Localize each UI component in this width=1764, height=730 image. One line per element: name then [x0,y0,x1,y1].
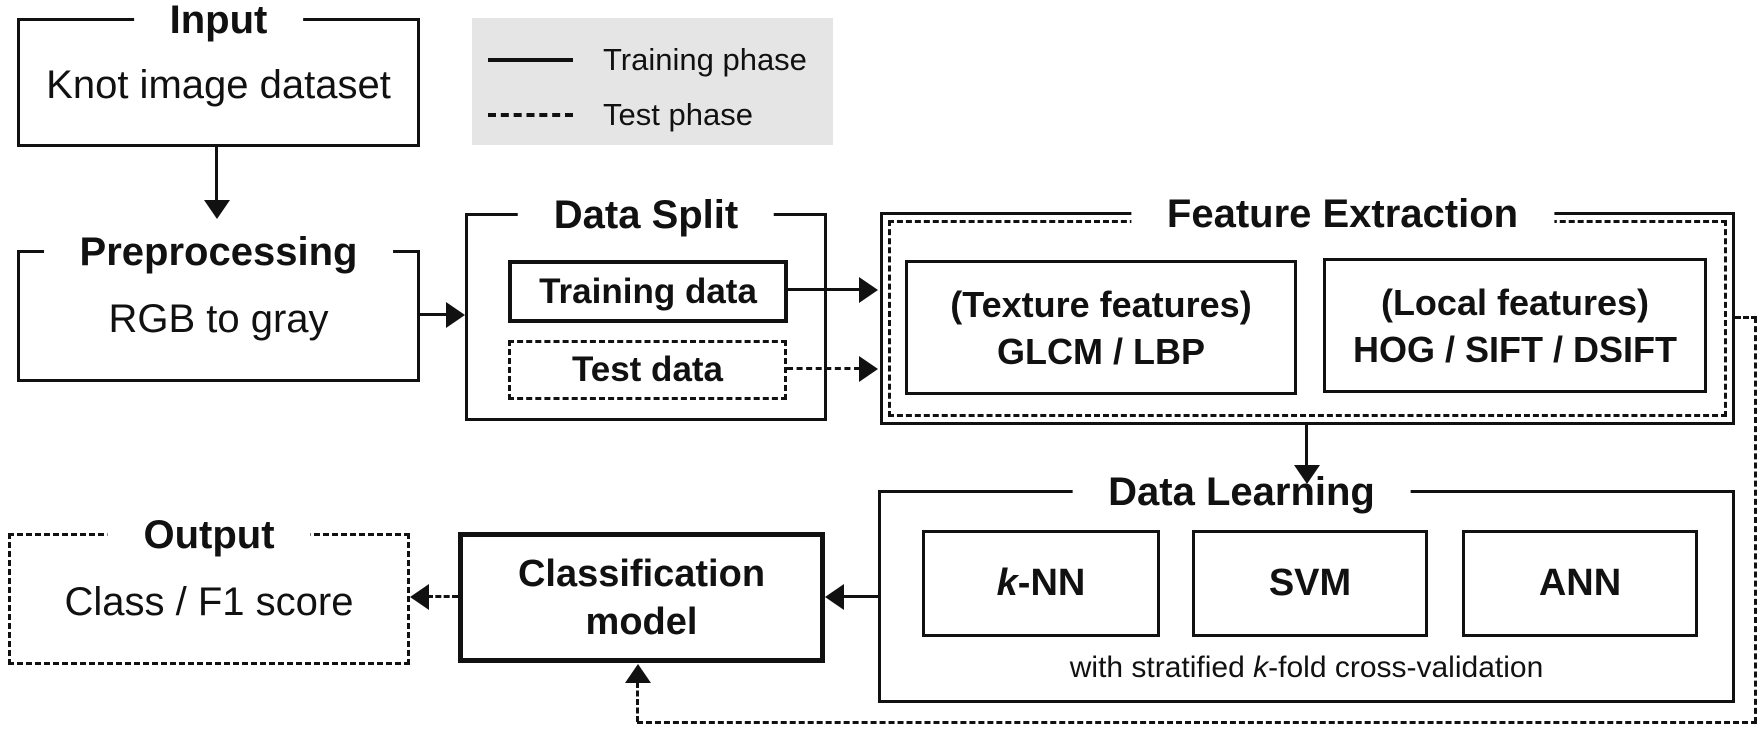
ann-label: ANN [1538,562,1622,604]
feature-extraction-box: Feature Extraction (Texture features) GL… [880,192,1735,425]
test-data-box: Test data [508,340,787,400]
texture-features-line2: GLCM / LBP [997,330,1205,372]
legend-item-test-phase: Test phase [488,91,833,139]
data-learning-title: Data Learning [1072,470,1411,514]
dashed-line-swatch [488,112,573,117]
data-split-box: Data Split Training data Test data [465,193,827,421]
svm-box: SVM [1192,530,1428,637]
knn-rest: -NN [1017,562,1086,604]
data-split-title: Data Split [517,193,775,237]
edge-input-preprocessing-arrowhead [204,200,230,219]
classification-model-box: Classification model [458,532,825,663]
edge-preprocessing-datasplit-arrowhead [446,302,465,328]
legend-label: Test phase [603,96,753,132]
edge-testphase-loop-bottom-segment [637,721,1757,724]
edge-datalearning-classification-line [842,595,878,598]
feature-extraction-title: Feature Extraction [1130,192,1555,236]
legend: Training phase Test phase [472,18,833,145]
local-features-label: (Local features) HOG / SIFT / DSIFT [1326,261,1704,390]
test-data-label: Test data [571,350,724,389]
preprocessing-content: RGB to gray [108,296,329,341]
ann-box: ANN [1462,530,1698,637]
input-content: Knot image dataset [46,63,391,107]
edge-trainingdata-featureextraction-line [788,288,861,291]
knn-label: k-NN [925,533,1157,634]
training-data-box: Training data [508,260,788,323]
edge-testphase-loop-top-segment [1735,316,1757,319]
note-italic-k: k [1253,651,1269,684]
edge-preprocessing-datasplit-line [420,313,448,316]
knn-italic-k: k [996,562,1018,604]
edge-testphase-loop-up-segment [636,682,639,722]
preprocessing-title: Preprocessing [43,230,394,274]
local-features-line2: HOG / SIFT / DSIFT [1353,328,1677,370]
edge-input-preprocessing-line [215,147,218,202]
edge-classification-output-line [427,595,458,598]
texture-features-box: (Texture features) GLCM / LBP [905,260,1297,395]
solid-line-swatch [488,58,573,63]
classification-model-line1: Classification [517,552,766,595]
preprocessing-box: Preprocessing RGB to gray [17,230,420,382]
edge-trainingdata-featureextraction-arrowhead [859,277,878,303]
edge-testphase-loop-arrowhead [625,664,651,683]
knn-box: k-NN [922,530,1160,637]
data-learning-box: Data Learning k-NN SVM ANN with stratifi… [878,470,1735,703]
input-box: Input Knot image dataset [17,0,420,147]
legend-label: Training phase [603,42,807,78]
edge-featureextraction-datalearning-line [1305,425,1308,467]
texture-features-label: (Texture features) GLCM / LBP [908,263,1294,392]
classification-model-line2: model [585,600,698,643]
edge-testphase-loop-right-segment [1754,317,1757,723]
edge-testdata-featureextraction-arrowhead [859,356,878,382]
output-title: Output [107,513,311,557]
cross-validation-note: with stratified k-fold cross-validation [1069,651,1544,684]
edge-classification-output-arrowhead [410,584,429,610]
local-features-line1: (Local features) [1380,281,1650,323]
local-features-box: (Local features) HOG / SIFT / DSIFT [1323,258,1707,393]
svm-label: SVM [1268,562,1352,604]
edge-featureextraction-datalearning-arrowhead [1294,465,1320,484]
edge-datalearning-classification-arrowhead [825,584,844,610]
output-content: Class / F1 score [64,579,354,624]
classification-model-label: Classification model [463,537,820,658]
training-data-label: Training data [539,271,757,311]
edge-testdata-featureextraction-line [787,367,860,370]
input-title: Input [133,0,304,42]
output-box: Output Class / F1 score [8,513,410,665]
texture-features-line1: (Texture features) [950,283,1252,325]
legend-item-training-phase: Training phase [488,36,833,84]
